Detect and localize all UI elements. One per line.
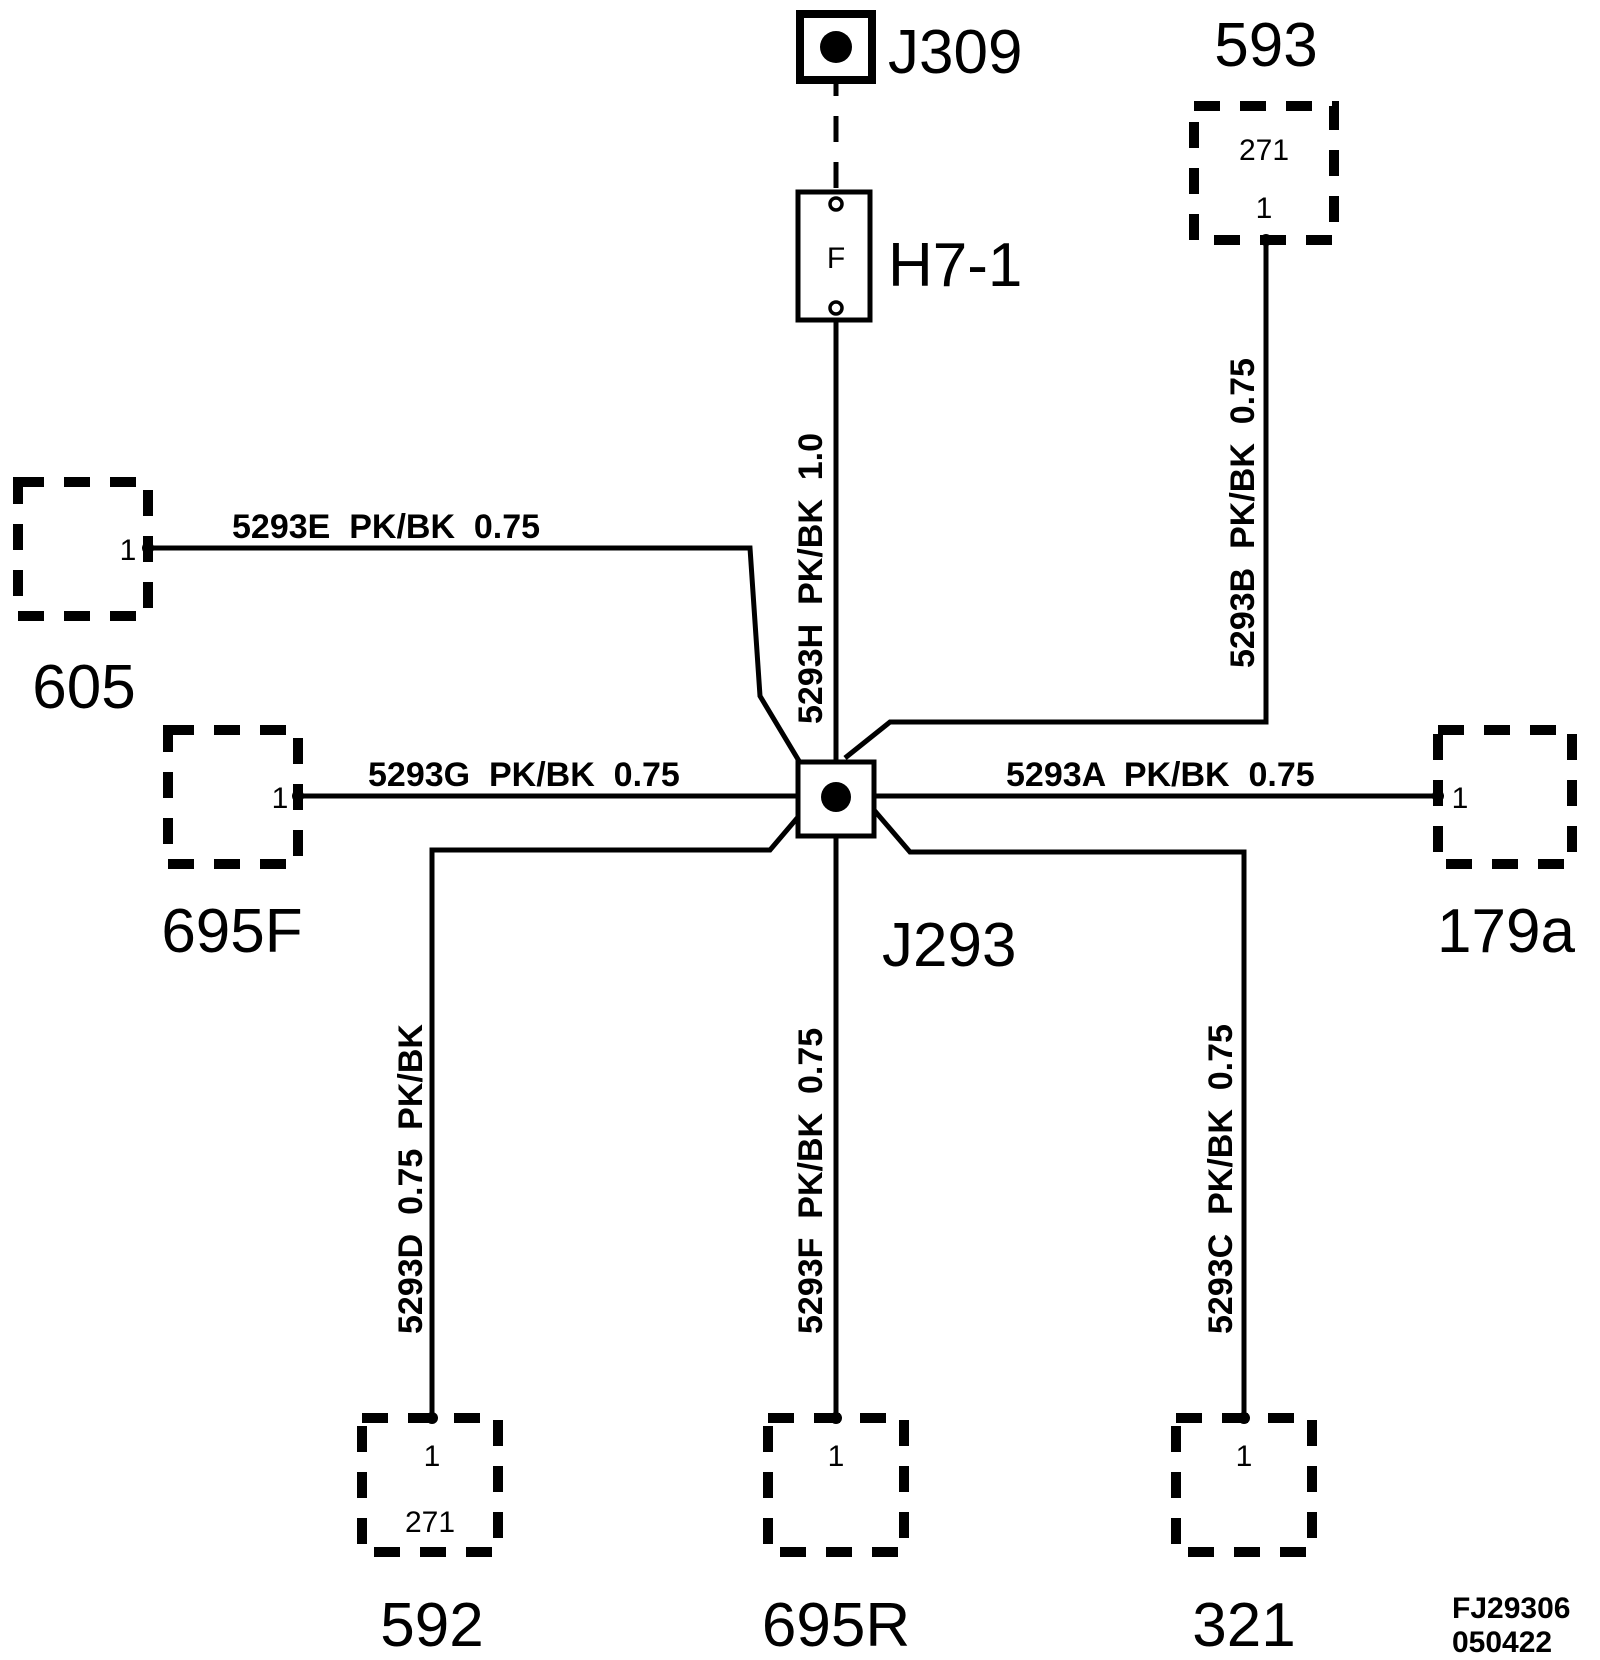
fuse-h7-1[interactable]: F [795, 189, 873, 323]
connector-321-pin: 1 [1236, 1440, 1253, 1473]
connector-321-box [1171, 1413, 1317, 1557]
connector-695f-pin: 1 [272, 782, 289, 815]
connector-593[interactable]: 271 1 [1189, 101, 1339, 246]
wire-label-5293e: 5293E PK/BK 0.75 [232, 508, 540, 546]
connector-695r-label: 695R [762, 1591, 910, 1660]
fuse-body [795, 189, 873, 323]
connector-605[interactable]: 1 [13, 477, 154, 621]
connector-321-label: 321 [1192, 1591, 1295, 1660]
connector-593-code: 271 [1239, 134, 1289, 167]
wire-label-5293f: 5293F PK/BK 0.75 [792, 1028, 830, 1334]
connector-695r-terminal [830, 1412, 842, 1424]
j309-box [796, 10, 876, 84]
j309-dot [820, 31, 852, 63]
connector-321[interactable]: 1 [1171, 1412, 1317, 1557]
wire-label-5293g: 5293G PK/BK 0.75 [368, 756, 680, 794]
wire-label-5293c: 5293C PK/BK 0.75 [1202, 1024, 1240, 1334]
wire-label-5293b: 5293B PK/BK 0.75 [1224, 358, 1262, 668]
connector-695r[interactable]: 1 [763, 1412, 909, 1557]
fuse-bottom-pin [828, 300, 844, 316]
reference-date: 050422 [1452, 1626, 1552, 1659]
connector-321-terminal [1238, 1412, 1250, 1424]
connector-605-terminal [142, 542, 154, 554]
connector-179a-terminal [1432, 790, 1444, 802]
reference-code: FJ29306 [1452, 1592, 1570, 1625]
connector-179a-label: 179a [1437, 897, 1575, 966]
connector-592-terminal [426, 1412, 438, 1424]
connector-593-terminal [1260, 234, 1272, 246]
wire-label-5293d: 5293D 0.75 PK/BK [392, 1024, 430, 1334]
connector-695f-label: 695F [161, 897, 302, 966]
connector-695f[interactable]: 1 [163, 725, 304, 869]
connector-695r-pin: 1 [828, 1440, 845, 1473]
j293-splice[interactable] [795, 759, 877, 839]
connector-605-pin: 1 [120, 534, 137, 567]
j293-box [795, 759, 877, 839]
connector-695f-terminal [292, 790, 304, 802]
j293-label: J293 [882, 911, 1016, 980]
j293-dot [821, 782, 851, 812]
connector-592[interactable]: 1 271 [357, 1412, 503, 1557]
connector-605-label: 605 [32, 653, 135, 722]
fuse-top-pin [828, 196, 844, 212]
j309-splice[interactable] [796, 10, 876, 84]
connector-592-code: 271 [405, 1506, 455, 1539]
wires [148, 70, 1438, 1418]
wire-5293d [429, 808, 806, 1418]
connector-592-pin: 1 [424, 1440, 441, 1473]
connector-593-pin: 1 [1256, 192, 1273, 225]
wire-5293b [843, 240, 1269, 760]
wire-5293c [872, 808, 1247, 1418]
connector-695r-box [763, 1413, 909, 1557]
connector-593-label: 593 [1214, 11, 1317, 80]
wire-label-5293a: 5293A PK/BK 0.75 [1006, 756, 1315, 794]
connector-179a-pin: 1 [1452, 782, 1469, 815]
h7-1-label: H7-1 [888, 231, 1022, 300]
connector-179a[interactable]: 1 [1432, 725, 1577, 869]
wire-label-5293h: 5293H PK/BK 1.0 [792, 433, 830, 724]
fuse-letter: F [827, 242, 845, 275]
wire-5293e [148, 545, 811, 778]
j309-label: J309 [888, 18, 1022, 87]
connector-592-label: 592 [380, 1591, 483, 1660]
